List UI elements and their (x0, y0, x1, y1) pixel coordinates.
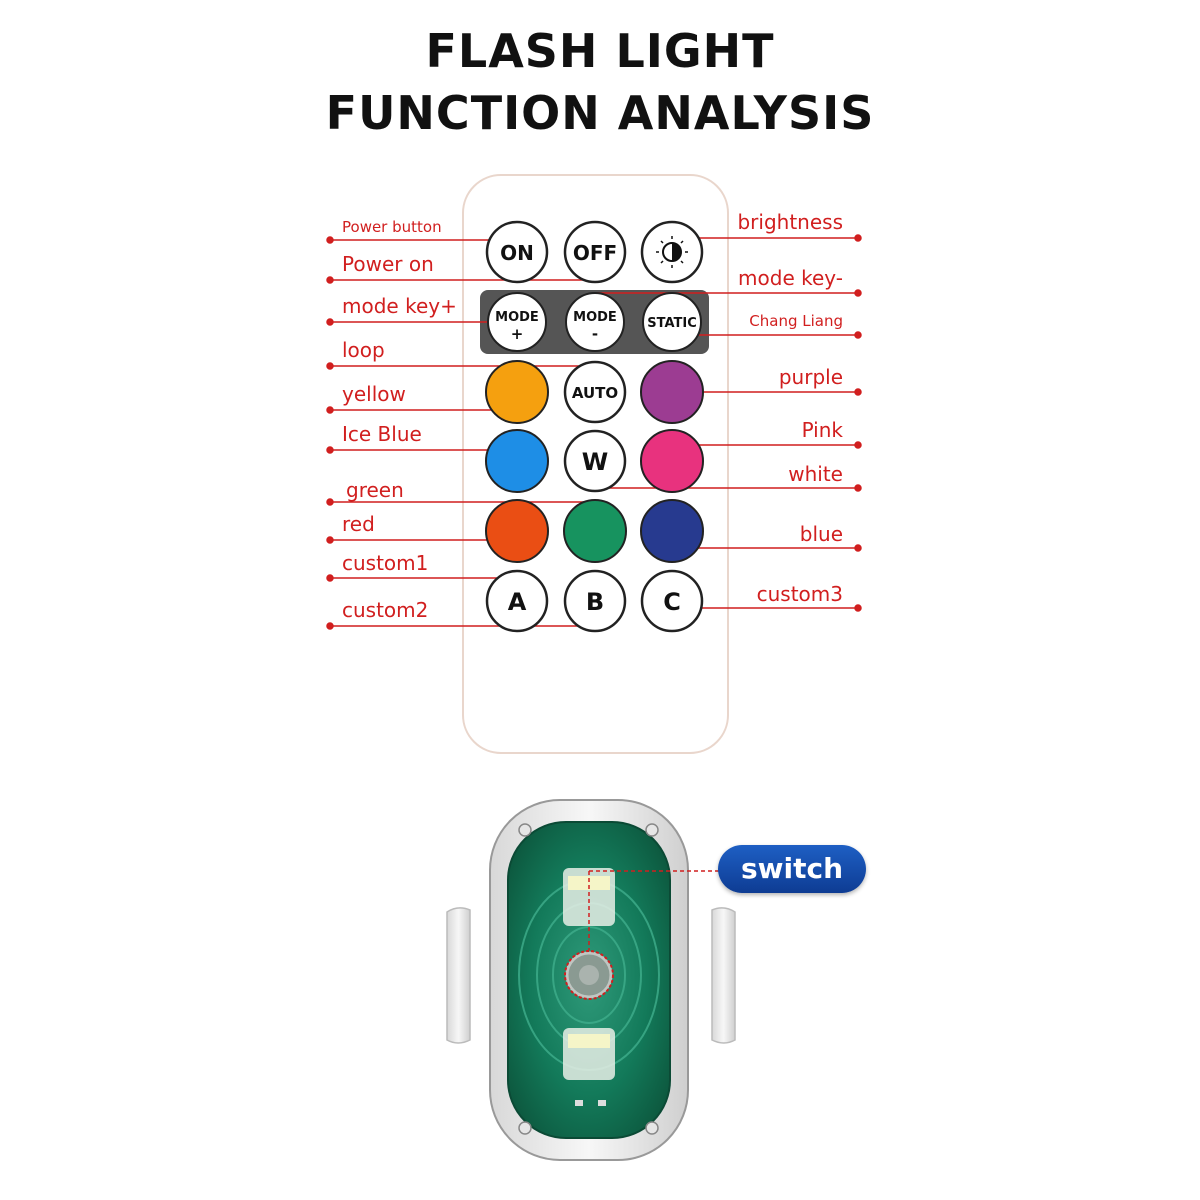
svg-text:+: + (511, 325, 524, 343)
label-ice-blue: Ice Blue (342, 422, 422, 446)
svg-text:MODE: MODE (573, 310, 617, 325)
label-blue: blue (799, 522, 843, 546)
svg-text:STATIC: STATIC (647, 316, 697, 331)
label-yellow: yellow (342, 382, 406, 406)
blue-button[interactable] (640, 499, 704, 563)
svg-text:AUTO: AUTO (572, 384, 618, 402)
label-power-button: Power button (342, 218, 442, 236)
label-custom1: custom1 (342, 551, 429, 575)
flash-light-device (446, 799, 736, 1161)
label-white: white (788, 462, 843, 486)
label-mode-key-plus: mode key+ (342, 294, 457, 318)
custom-b-button[interactable]: B (563, 569, 627, 633)
title-line-1: FLASH LIGHT (425, 24, 775, 78)
label-mode-key-minus: mode key- (738, 266, 843, 290)
label-brightness: brightness (737, 210, 843, 234)
mode-plus-button[interactable]: MODE + (487, 292, 547, 352)
svg-text:OFF: OFF (573, 241, 617, 265)
brightness-icon (656, 236, 688, 268)
svg-text:C: C (663, 588, 681, 616)
ice-blue-button[interactable] (485, 429, 549, 493)
yellow-button[interactable] (485, 360, 549, 424)
label-chang-liang: Chang Liang (749, 312, 843, 330)
label-red: red (342, 512, 375, 536)
label-custom3: custom3 (756, 582, 843, 606)
title-line-2: FUNCTION ANALYSIS (325, 86, 875, 140)
purple-button[interactable] (640, 360, 704, 424)
switch-callout: switch (718, 845, 866, 893)
label-green: green (346, 478, 404, 502)
svg-text:MODE: MODE (495, 310, 539, 325)
svg-text:ON: ON (500, 241, 534, 265)
auto-button[interactable]: AUTO (563, 360, 627, 424)
label-power-on: Power on (342, 252, 434, 276)
green-button[interactable] (563, 499, 627, 563)
label-custom2: custom2 (342, 598, 429, 622)
brightness-button[interactable] (640, 220, 704, 284)
label-pink: Pink (801, 418, 843, 442)
white-button[interactable]: W (563, 429, 627, 493)
svg-text:W: W (582, 448, 608, 476)
svg-text:-: - (592, 325, 598, 343)
on-button[interactable]: ON (485, 220, 549, 284)
leader-lines-right (595, 234, 862, 612)
label-loop: loop (342, 338, 385, 362)
leader-lines-left (326, 236, 595, 630)
svg-text:A: A (508, 588, 527, 616)
custom-c-button[interactable]: C (640, 569, 704, 633)
custom-a-button[interactable]: A (485, 569, 549, 633)
mode-minus-button[interactable]: MODE - (565, 292, 625, 352)
static-button[interactable]: STATIC (642, 292, 702, 352)
label-purple: purple (778, 365, 843, 389)
svg-text:B: B (586, 588, 604, 616)
pink-button[interactable] (640, 429, 704, 493)
red-button[interactable] (485, 499, 549, 563)
off-button[interactable]: OFF (563, 220, 627, 284)
